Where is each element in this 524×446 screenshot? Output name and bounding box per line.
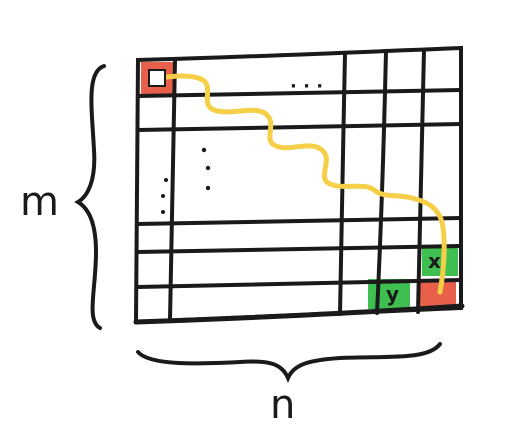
grid-row-line — [135, 278, 463, 289]
path-line — [155, 73, 447, 295]
neighbor-cell-y — [368, 279, 410, 309]
grid-row-line — [135, 216, 463, 226]
rows-label: m — [20, 179, 59, 225]
grid-bottom-edge — [133, 303, 465, 325]
cell-label-x: x — [428, 249, 441, 273]
ellipsis-horizontal: · · · — [290, 76, 323, 97]
cols-label: n — [270, 382, 295, 428]
ellipsis-vertical — [161, 147, 211, 214]
start-marker — [148, 69, 166, 87]
grid-row-line — [136, 122, 463, 132]
neighbor-cell-x — [422, 246, 458, 276]
rows-brace — [74, 64, 106, 330]
grid-col-line — [416, 48, 426, 314]
grid-col-line — [375, 49, 388, 315]
cols-brace — [136, 342, 442, 384]
grid-row-line — [135, 244, 463, 254]
matrix-grid — [133, 45, 465, 325]
grid-col-line — [168, 58, 177, 322]
cell-label-y: y — [386, 282, 399, 306]
